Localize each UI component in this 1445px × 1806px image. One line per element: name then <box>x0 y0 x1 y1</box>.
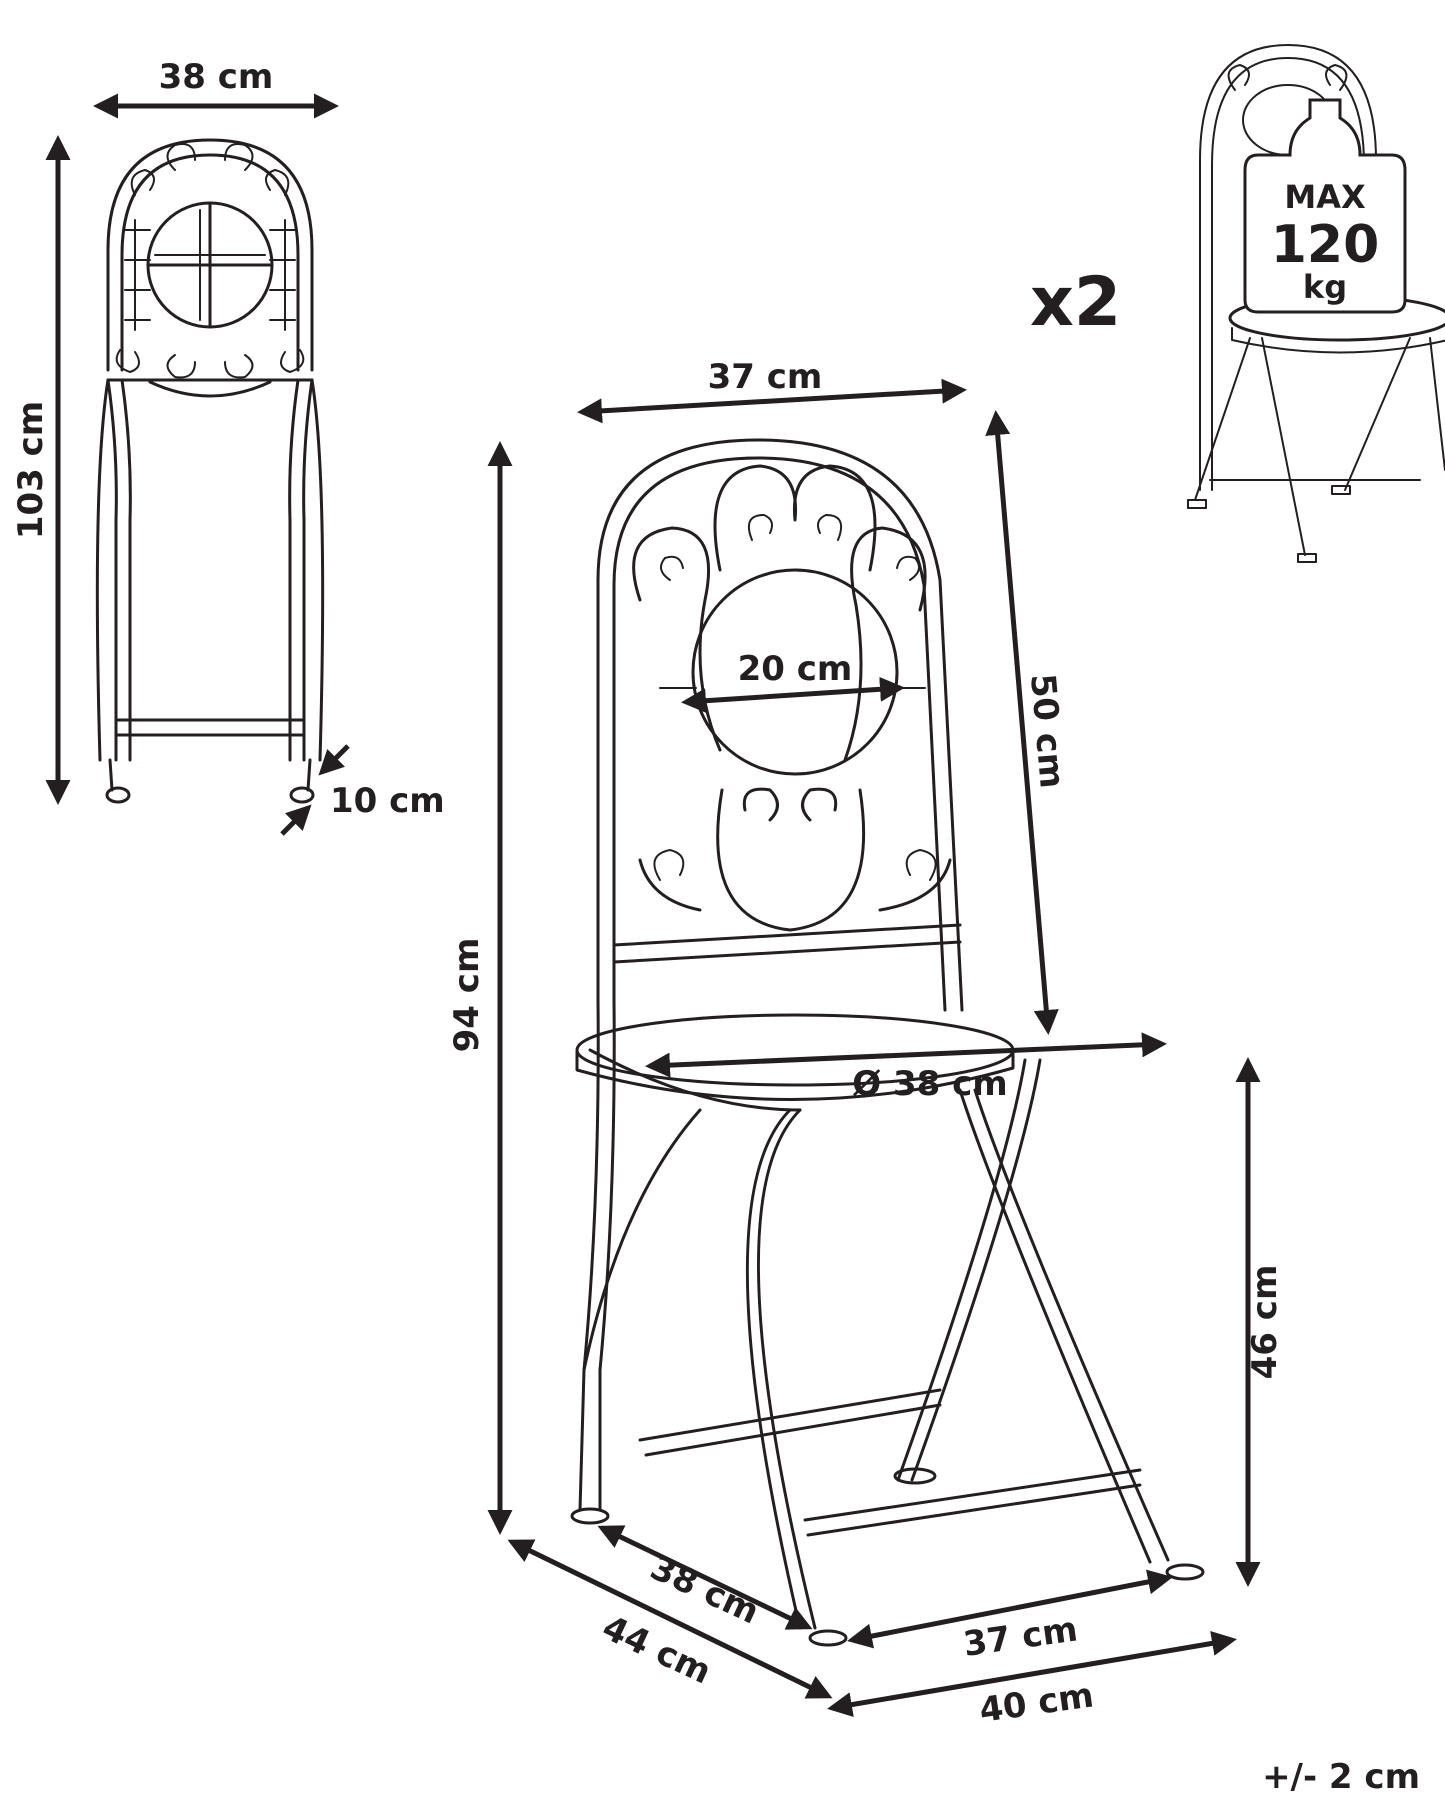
back-width-dimension <box>577 378 967 424</box>
load-value-label: 120 <box>1271 215 1380 275</box>
medallion-dimension <box>681 676 905 714</box>
back-height-dimension <box>985 410 1059 1035</box>
back-height-label: 50 cm <box>1022 672 1072 790</box>
seat-diameter-dimension <box>645 1032 1167 1078</box>
weight-bottle-icon <box>1243 98 1407 314</box>
tolerance-label: +/- 2 cm <box>1262 1757 1420 1797</box>
folded-width-label: 38 cm <box>159 57 274 97</box>
folded-depth-arrow-top <box>318 744 350 776</box>
folded-depth-label: 10 cm <box>330 781 445 821</box>
seat-height-label: 46 cm <box>1245 1265 1285 1380</box>
base-width-outer-label: 40 cm <box>977 1675 1096 1731</box>
back-width-label: 37 cm <box>708 357 823 397</box>
folded-depth-arrow-bottom <box>280 804 312 836</box>
base-depth-inner-label: 38 cm <box>644 1548 765 1633</box>
load-max-label: MAX <box>1284 178 1366 216</box>
total-height-label: 94 cm <box>447 938 487 1053</box>
medallion-label: 20 cm <box>738 649 853 689</box>
base-width-outer-dimension <box>827 1631 1237 1717</box>
quantity-label: x2 <box>1030 263 1121 342</box>
folded-height-label: 103 cm <box>11 401 51 539</box>
seat-diameter-label: Ø 38 cm <box>852 1064 1007 1104</box>
base-depth-outer-dimension <box>507 1539 833 1699</box>
load-unit-label: kg <box>1303 268 1347 306</box>
load-capacity-icon: MAX 120 kg <box>1187 44 1445 563</box>
folded-chair-drawing <box>95 138 325 804</box>
base-depth-outer-label: 44 cm <box>596 1608 717 1693</box>
base-width-inner-dimension <box>847 1569 1173 1649</box>
main-chair-drawing <box>570 438 1205 1647</box>
